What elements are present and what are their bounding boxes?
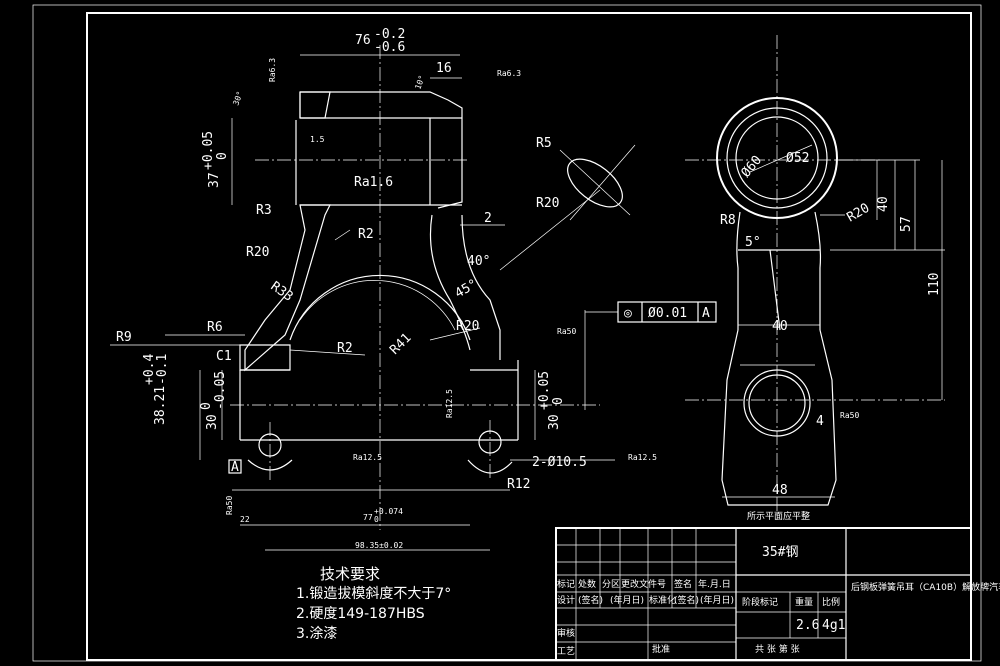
dim-c1: C1 xyxy=(216,349,232,364)
requirement-1: 1.锻造拔模斜度不大于7° xyxy=(296,586,452,602)
tb-row2-col5: (签名) xyxy=(674,594,699,606)
dim-r20-side: R20 xyxy=(845,201,873,226)
dim-r12: R12 xyxy=(507,477,530,492)
dim-r6: R6 xyxy=(207,320,223,335)
tb-row1-col5: 签名 xyxy=(674,578,692,590)
dim-38-21: 38.21 xyxy=(153,386,168,425)
dim-77-tol-upper: +0.074 xyxy=(374,507,403,516)
angle-40: 40° xyxy=(467,254,490,269)
dim-d60: Ø60 xyxy=(739,153,766,181)
tolerance-value: Ø0.01 xyxy=(648,306,687,321)
dim-38-tol-lower: -0.1 xyxy=(155,354,170,385)
dim-d52: Ø52 xyxy=(786,151,809,166)
dim-30-left-tol: 0 xyxy=(199,402,214,410)
tb-row1-col1: 标记 xyxy=(557,578,575,590)
tb-row1-col3: 分区 xyxy=(602,579,620,590)
tb-row2-col3: (年月日) xyxy=(610,594,644,606)
dim-r9: R9 xyxy=(116,330,132,345)
front-view xyxy=(110,45,717,551)
tb-weight-value: 2.6 xyxy=(796,618,819,633)
roughness-top-left: Ra6.3 xyxy=(268,58,277,82)
datum-a: A xyxy=(231,460,239,475)
tb-row2-col6: (年月日) xyxy=(700,594,734,606)
side-view xyxy=(685,35,945,520)
dim-r20-inner: R20 xyxy=(456,319,479,334)
dim-77: 77 xyxy=(363,513,373,522)
dim-48: 48 xyxy=(772,483,788,498)
dim-r20-right: R20 xyxy=(536,196,559,211)
holes-2-d10-5: 2-Ø10.5 xyxy=(532,455,587,470)
part-name: 后钢板弹簧吊耳（CA10B）解放牌汽车 xyxy=(851,581,1000,593)
tb-row1-col4: 更改文件号 xyxy=(621,578,666,590)
dim-30-right: 30 xyxy=(547,414,562,430)
tb-approve: 批准 xyxy=(652,643,670,655)
tb-row1-col6: 年.月.日 xyxy=(698,578,731,590)
dim-57: 57 xyxy=(899,216,914,232)
tb-row1-col2: 处数 xyxy=(578,578,596,590)
dim-37: 37 xyxy=(207,172,222,188)
material: 35#钢 xyxy=(762,545,798,560)
requirements-heading: 技术要求 xyxy=(320,565,381,583)
tolerance-symbol: ◎ xyxy=(624,306,632,321)
dim-30-left-tol-lower: -0.05 xyxy=(213,371,228,410)
dim-r3: R3 xyxy=(256,203,272,218)
tb-weight: 重量 xyxy=(795,596,813,608)
roughness-top-right: Ra6.3 xyxy=(497,69,521,78)
dim-30-left: 30 xyxy=(205,414,220,430)
dim-30-right-tol: +0.05 xyxy=(537,371,552,410)
dim-76-tol-upper: -0.2 xyxy=(374,27,405,42)
roughness-ra125-lower: Ra12.5 xyxy=(353,453,382,462)
technical-requirements: 技术要求 1.锻造拔模斜度不大于7° 2.硬度149-187HBS 3.涂漆 xyxy=(296,564,451,644)
dim-77-tol-lower: 0 xyxy=(374,515,379,524)
dim-98-35: 98.35±0.02 xyxy=(355,541,403,550)
dim-40-horizontal: 40 xyxy=(772,319,788,334)
requirement-3: 3.涂漆 xyxy=(296,626,338,642)
dim-38-tol-upper: +0.4 xyxy=(142,354,157,385)
dim-76-tol-lower: -0.6 xyxy=(374,40,405,55)
angle-5: 5° xyxy=(745,235,761,250)
inner-frame xyxy=(86,12,972,661)
roughness-ra50-mid: Ra50 xyxy=(557,327,576,336)
dim-22: 22 xyxy=(240,515,250,524)
tb-review: 审核 xyxy=(557,627,575,639)
dim-76: 76 xyxy=(355,33,371,48)
roughness-side-ra50: Ra50 xyxy=(840,411,859,420)
tb-scale: 比例 xyxy=(822,596,840,608)
dim-1-5: 1.5 xyxy=(310,135,325,144)
tb-row2-col2: (签名) xyxy=(578,594,603,606)
dim-37-tol-lower: 0 xyxy=(215,152,230,160)
dim-r2-lower: R2 xyxy=(337,341,353,356)
tb-stage-mark: 阶段标记 xyxy=(742,596,778,608)
title-block xyxy=(555,527,972,661)
tb-sheets: 共 张 第 张 xyxy=(755,643,800,655)
dim-16: 16 xyxy=(436,61,452,76)
outer-frame xyxy=(32,4,982,662)
dim-37-tol: +0.05 xyxy=(201,131,216,170)
requirement-2: 2.硬度149-187HBS xyxy=(296,606,425,622)
dim-110: 110 xyxy=(927,273,942,296)
dim-r2-upper: R2 xyxy=(358,227,374,242)
dim-r41: R41 xyxy=(387,331,414,358)
tb-process: 工艺 xyxy=(557,646,575,657)
tb-row2-col1: 设计 xyxy=(557,594,575,606)
dim-40-vertical: 40 xyxy=(876,196,891,212)
roughness-ra16: Ra1.6 xyxy=(354,175,393,190)
roughness-ra50-left: Ra50 xyxy=(225,496,234,515)
flatness-caption: 所示平面应平整 xyxy=(747,510,810,522)
angle-10: 10° xyxy=(413,74,426,91)
dim-r8: R8 xyxy=(720,213,736,228)
tb-scale-value: 4g1 xyxy=(822,618,845,633)
tb-row2-col4: 标准化 xyxy=(649,594,676,606)
dim-r20-left: R20 xyxy=(246,245,269,260)
dim-r5: R5 xyxy=(536,136,552,151)
roughness-ra125-right: Ra12.5 xyxy=(628,453,657,462)
tolerance-datum: A xyxy=(702,306,710,321)
roughness-ra125-center: Ra12.5 xyxy=(445,389,454,418)
dim-30-right-tol-lower: 0 xyxy=(551,397,566,405)
dim-2: 2 xyxy=(484,211,492,226)
angle-30: 30° xyxy=(231,90,244,107)
dim-4: 4 xyxy=(816,414,824,429)
